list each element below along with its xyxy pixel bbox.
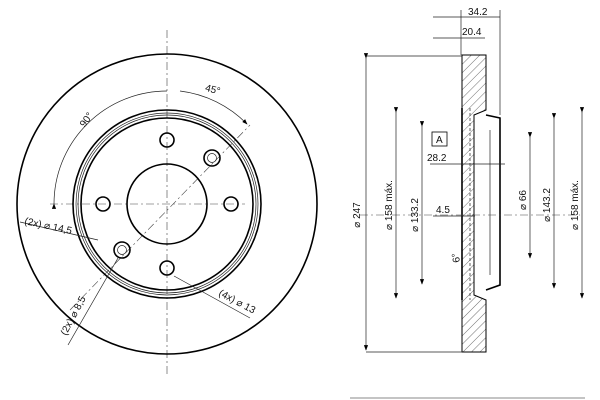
dim-247: ⌀ 247 (352, 202, 363, 228)
dim-133-2: ⌀ 133.2 (410, 198, 421, 232)
angle-90-label: 90° (78, 111, 96, 130)
dim-143-2: ⌀ 143.2 (542, 188, 553, 222)
angle-45-arc (179, 90, 248, 125)
leader-14-5 (19, 221, 99, 241)
leader-8-5 (67, 257, 119, 346)
bolt-hole (159, 132, 175, 148)
hat-section (485, 114, 501, 291)
locating-hole (113, 241, 131, 259)
locating-hole (203, 149, 221, 167)
angle-90-arc (51, 90, 168, 209)
locating-hole-inner (207, 153, 217, 163)
center-bore (126, 163, 208, 245)
bolt-hole (159, 260, 175, 276)
angle-6: 6° (450, 252, 462, 263)
section-view: 34.2 20.4 ⌀ 247 ⌀ 158 máx. ⌀ 133.2 A 28.… (352, 7, 585, 353)
dim-66: ⌀ 66 (518, 190, 529, 210)
dim-158-left: ⌀ 158 máx. (384, 180, 395, 230)
front-view: 90° 45° (2x) ⌀ 14,5 (2x) ⌀ 8,5 (4x) ⌀ 13 (16, 30, 318, 375)
bolt-hole (95, 196, 111, 212)
hat-ring-3 (77, 114, 257, 294)
bolt-hole (223, 196, 239, 212)
disc-section (461, 54, 487, 353)
locating-hole-inner (117, 245, 127, 255)
angle-45-label: 45° (204, 83, 221, 98)
bolt-holes (95, 132, 239, 276)
datum-box (431, 131, 448, 147)
hat-outer-ring (72, 109, 262, 299)
dim-20-4: 20.4 (462, 27, 482, 38)
hat-ring-2 (75, 112, 259, 296)
disc-outer-edge (16, 53, 318, 355)
hole-14-5-label: (2x) ⌀ 14,5 (23, 216, 73, 237)
dim-158-right: ⌀ 158 máx. (570, 180, 581, 230)
datum-a: A (436, 135, 443, 146)
dim-4-5: 4.5 (436, 205, 450, 216)
dim-28-2: 28.2 (427, 153, 447, 164)
dim-34-2: 34.2 (468, 7, 488, 18)
hole-13-label: (4x) ⌀ 13 (217, 288, 258, 317)
leader-13 (173, 275, 251, 319)
hat-inner-ring (80, 117, 254, 291)
